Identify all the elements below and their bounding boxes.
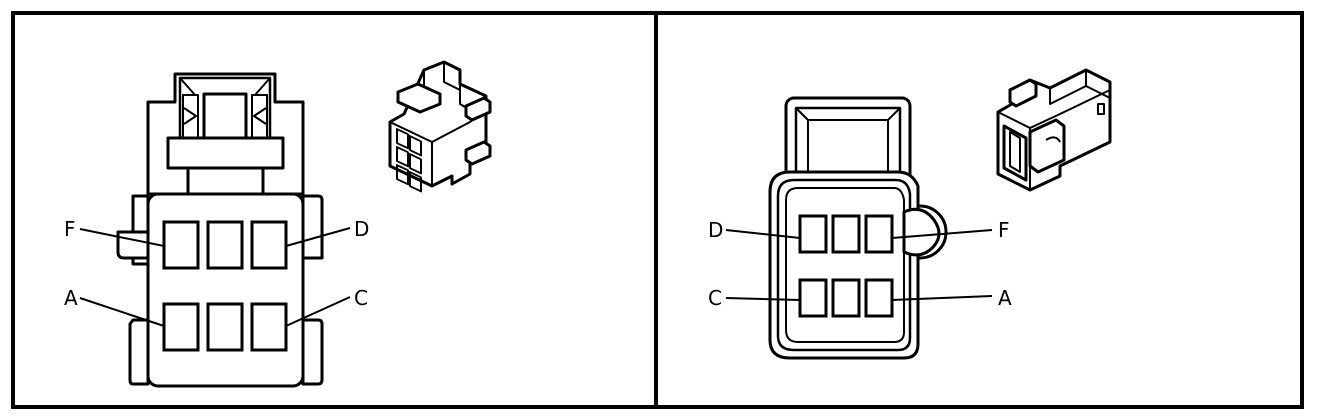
label-f: F <box>998 218 1010 242</box>
label-c: C <box>354 286 368 310</box>
cavity-d <box>250 220 288 270</box>
latch-crossbar <box>166 136 285 170</box>
right-panel: D F C A <box>708 68 1112 360</box>
leader-a <box>891 295 993 301</box>
cavity-f <box>162 220 200 270</box>
leader-d <box>285 227 351 247</box>
latch-tab <box>202 92 248 140</box>
leader-c <box>725 297 801 301</box>
cavity-a <box>162 302 200 352</box>
cavity-f <box>864 214 894 254</box>
leader-a <box>79 297 165 327</box>
left-connector-isometric <box>388 60 492 193</box>
connector-body <box>768 170 920 360</box>
label-a: A <box>64 286 78 310</box>
label-d: D <box>708 218 723 242</box>
cavity-e <box>206 220 244 270</box>
label-d: D <box>354 217 369 241</box>
leader-d <box>725 229 801 239</box>
right-connector-isometric <box>996 68 1112 192</box>
cavity-c <box>250 302 288 352</box>
label-c: C <box>708 286 722 310</box>
cavity-a <box>864 278 894 318</box>
cavity-c <box>798 278 828 318</box>
left-panel: F D A C <box>64 60 492 388</box>
left-connector-face: F D A C <box>64 72 369 388</box>
latch-stem <box>186 166 265 196</box>
cavity-b <box>206 302 244 352</box>
leader-c <box>285 296 351 327</box>
cavity-b <box>831 278 861 318</box>
leader-f <box>891 229 993 239</box>
label-f: F <box>64 217 76 241</box>
leader-f <box>79 228 165 247</box>
cavity-e <box>831 214 861 254</box>
right-connector-face: D F C A <box>708 96 1012 360</box>
cavity-d <box>798 214 828 254</box>
label-a: A <box>998 286 1012 310</box>
